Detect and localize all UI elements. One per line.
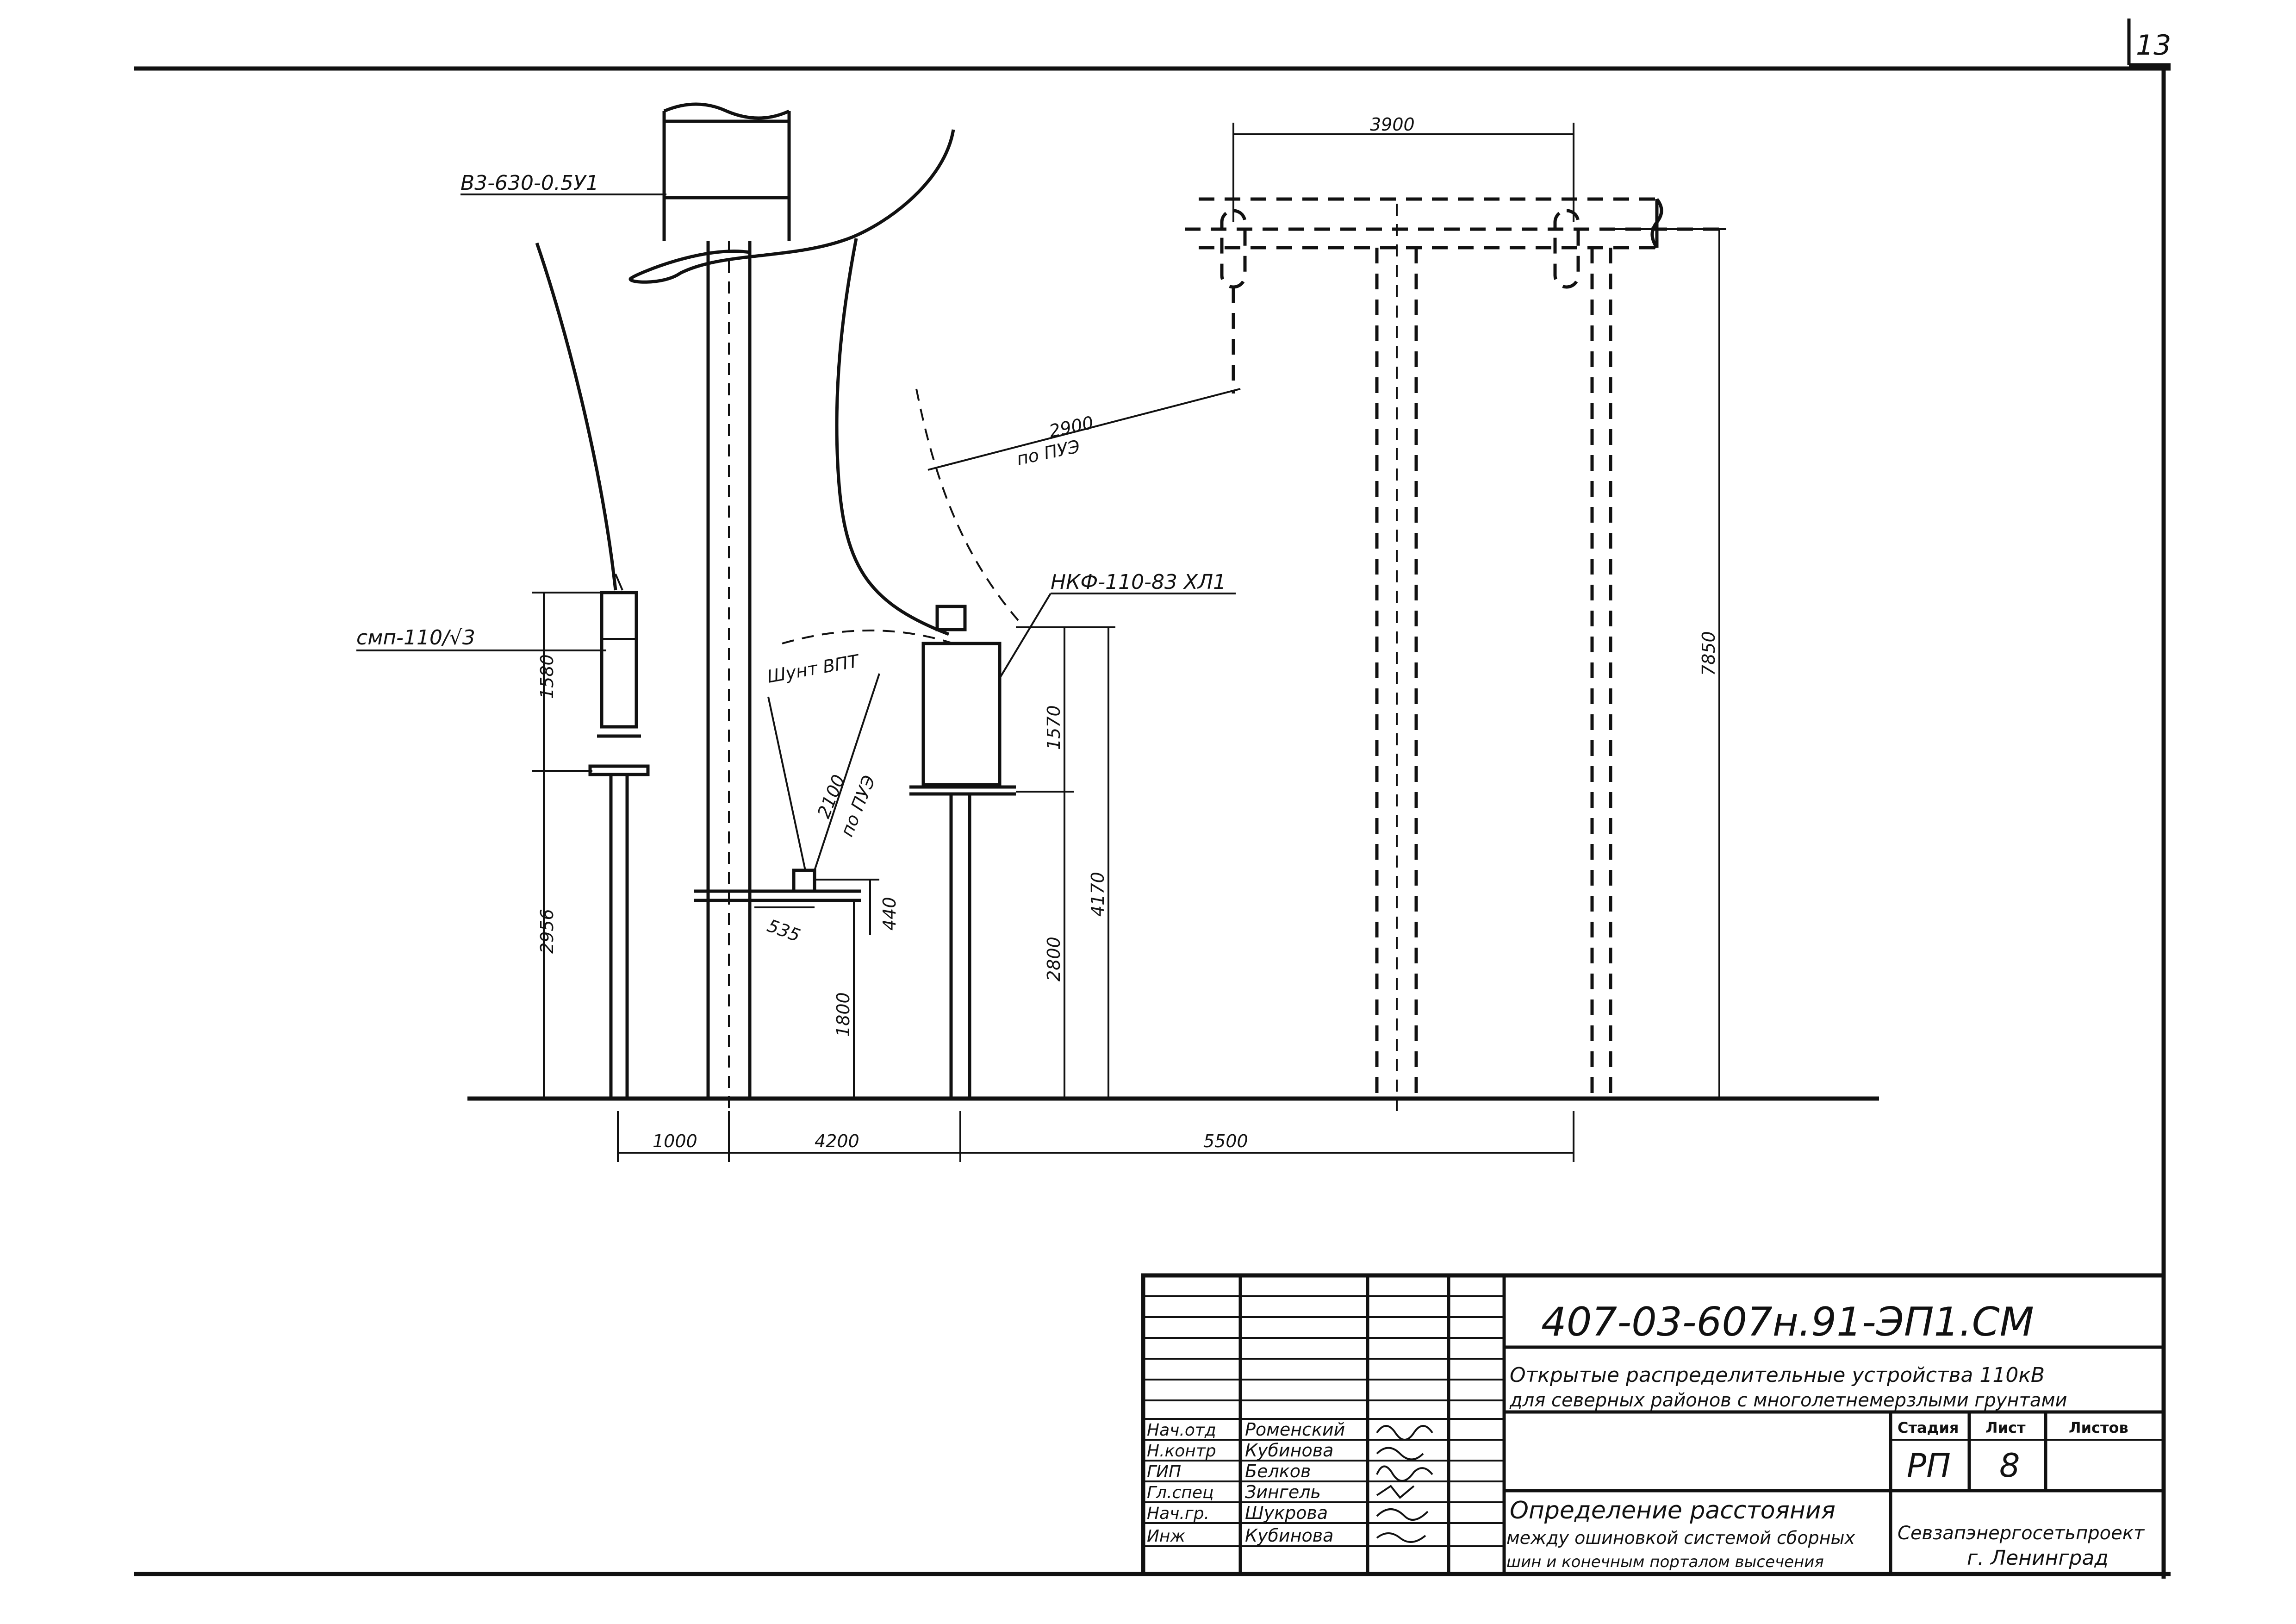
role-label: ГИП [1147, 1462, 1181, 1481]
role-label: Нач.отд [1147, 1421, 1216, 1440]
dim-bottom-3-value: 5500 [1203, 1131, 1248, 1151]
sheet-value: 8 [1999, 1447, 2020, 1485]
dim-small-width-value: 535 [765, 915, 803, 946]
project-title-line1: Открытые распределительные устройства 11… [1510, 1363, 2045, 1387]
breaker-label: В3-630-0.5У1 [460, 171, 599, 195]
stage-header: Стадия [1898, 1419, 1959, 1437]
dim-cvt-height-value: 1580 [537, 654, 557, 699]
conductor [628, 129, 955, 284]
dim-small-height-value: 1800 [833, 992, 853, 1037]
dim-top-span-value: 3900 [1370, 114, 1415, 135]
role-name: Кубинова [1245, 1525, 1333, 1546]
shunt-label: Шунт ВПТ [765, 650, 861, 687]
role-name: Роменский [1245, 1419, 1345, 1440]
dim-cvt-base-value: 2956 [537, 909, 557, 954]
drawing-title-line3: шин и конечным порталом высечения [1506, 1553, 1824, 1571]
signatures [1376, 1425, 1433, 1543]
role-rows: Нач.отд Роменский Н.контр Кубинова ГИП Б… [1147, 1419, 1345, 1546]
transformer-assembly [909, 605, 1016, 1099]
dim-small-offset-value: 440 [879, 897, 900, 931]
dim-bottom-1-value: 1000 [653, 1131, 697, 1151]
role-label: Инж [1147, 1527, 1185, 1546]
dim-bottom-chain [617, 1111, 1574, 1162]
drawing-title-line2: между ошиновкой системой сборных [1506, 1528, 1855, 1548]
drawing-title-line1: Определение расстояния [1510, 1497, 1836, 1524]
clearance-upper-note: по ПУЭ [1015, 436, 1082, 469]
sheet-header: Лист [1985, 1419, 2026, 1437]
role-label: Гл.спец [1147, 1483, 1214, 1502]
page-number: 13 [2136, 29, 2171, 62]
organization-line2: г. Ленинград [1967, 1546, 2109, 1570]
dim-height-total-value: 7850 [1699, 631, 1719, 676]
document-code: 407-03-607н.91-ЭП1.СМ [1541, 1299, 2034, 1345]
stage-value: РП [1907, 1447, 1951, 1485]
breaker-column [662, 102, 861, 1111]
dim-small [754, 879, 879, 1099]
end-portal [1185, 197, 1726, 1111]
dim-tr-height-value: 1570 [1044, 705, 1064, 750]
project-title-line2: для северных районов с многолетнемерзлым… [1509, 1390, 2067, 1411]
clearance-arc-upper [915, 388, 1019, 621]
dim-cvt [532, 592, 602, 1099]
role-label: Н.контр [1147, 1442, 1216, 1461]
clearance-arc-lower [782, 629, 954, 644]
dim-height-total [1611, 228, 1726, 1099]
role-label: Нач.гр. [1147, 1504, 1209, 1523]
dim-tr-base-value: 2800 [1044, 937, 1064, 981]
dim-transformer [1016, 626, 1115, 1099]
role-name: Зингель [1245, 1482, 1321, 1502]
title-block [1141, 1273, 2166, 1576]
sheets-header: Листов [2069, 1419, 2128, 1437]
dim-tr-total-value: 4170 [1088, 872, 1108, 917]
role-name: Белков [1245, 1461, 1311, 1481]
dim-top-span [1232, 123, 1574, 222]
transformer-label: НКФ-110-83 ХЛ1 [1051, 570, 1226, 594]
organization-line1: Севзапэнергосетьпроект [1898, 1523, 2145, 1544]
dim-bottom-2-value: 4200 [815, 1131, 859, 1151]
role-name: Кубинова [1245, 1440, 1333, 1461]
role-name: Шукрова [1245, 1503, 1328, 1523]
small-insulator [767, 673, 880, 893]
cvt-label: смп-110/√3 [356, 626, 475, 650]
